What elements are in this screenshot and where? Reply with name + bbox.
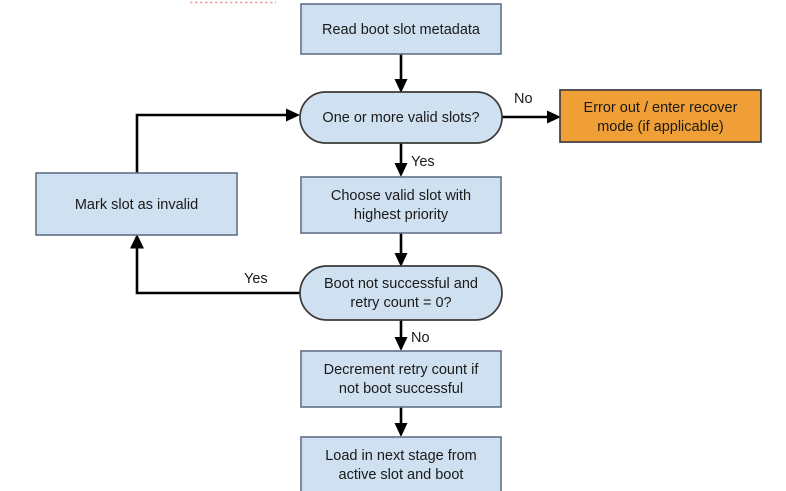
one-or-more-valid-slots-shape[interactable] <box>299 91 503 144</box>
choose-valid-slot-shape[interactable] <box>300 176 502 234</box>
load-next-stage-shape[interactable] <box>300 436 502 491</box>
edge-valid-slots-yes-to-choose <box>394 143 408 177</box>
load-next-stage-line-2: active slot and boot <box>339 467 464 483</box>
edge-valid-slots-no-to-error <box>502 110 561 124</box>
decrement-retry-count-line-2: not boot successful <box>339 381 463 397</box>
node-one-or-more-valid-slots[interactable]: One or more valid slots? <box>299 91 503 144</box>
edge-label-yes-retry-exhausted: Yes <box>244 271 268 287</box>
error-out-line-1: Error out / enter recover <box>584 100 738 116</box>
read-boot-slot-metadata-label: Read boot slot metadata <box>322 22 481 38</box>
mark-slot-as-invalid-label: Mark slot as invalid <box>75 197 198 213</box>
node-error-out-enter-recover-mode[interactable]: Error out / enter recover mode (if appli… <box>559 89 762 143</box>
one-or-more-valid-slots-label: One or more valid slots? <box>322 110 479 126</box>
edge-metadata-to-valid-slots <box>394 54 408 93</box>
node-decrement-retry-count[interactable]: Decrement retry count if not boot succes… <box>300 350 502 408</box>
edge-boot-check-no-to-decrement <box>394 320 408 351</box>
error-out-enter-recover-mode-shape[interactable] <box>559 89 762 143</box>
node-load-next-stage-active-slot[interactable]: Load in next stage from active slot and … <box>300 436 502 491</box>
boot-not-successful-shape[interactable] <box>299 265 503 321</box>
boot-not-successful-line-1: Boot not successful and <box>324 276 478 292</box>
decrement-retry-count-shape[interactable] <box>300 350 502 408</box>
load-next-stage-line-1: Load in next stage from <box>325 448 477 464</box>
read-boot-slot-metadata-shape[interactable] <box>300 3 502 55</box>
error-out-line-2: mode (if applicable) <box>597 119 724 135</box>
edge-choose-to-boot-check <box>394 233 408 267</box>
node-boot-not-successful-retry-count-zero[interactable]: Boot not successful and retry count = 0? <box>299 265 503 321</box>
mark-slot-as-invalid-shape[interactable] <box>35 172 238 236</box>
edge-boot-check-yes-to-mark-invalid <box>130 234 300 295</box>
boot-not-successful-line-2: retry count = 0? <box>350 295 451 311</box>
node-choose-valid-slot-highest-priority[interactable]: Choose valid slot with highest priority <box>300 176 502 234</box>
decrement-retry-count-line-1: Decrement retry count if <box>324 362 480 378</box>
choose-valid-slot-line-2: highest priority <box>354 207 449 223</box>
node-read-boot-slot-metadata[interactable]: Read boot slot metadata <box>300 3 502 55</box>
edge-label-no-valid-slots: No <box>514 91 533 107</box>
edge-label-yes-valid-slots: Yes <box>411 154 435 170</box>
node-mark-slot-as-invalid[interactable]: Mark slot as invalid <box>35 172 238 236</box>
edge-label-no-retry-remaining: No <box>411 330 430 346</box>
edge-decrement-to-load-next-stage <box>394 407 408 437</box>
choose-valid-slot-line-1: Choose valid slot with <box>331 188 471 204</box>
edge-mark-invalid-to-valid-slots <box>135 108 300 173</box>
